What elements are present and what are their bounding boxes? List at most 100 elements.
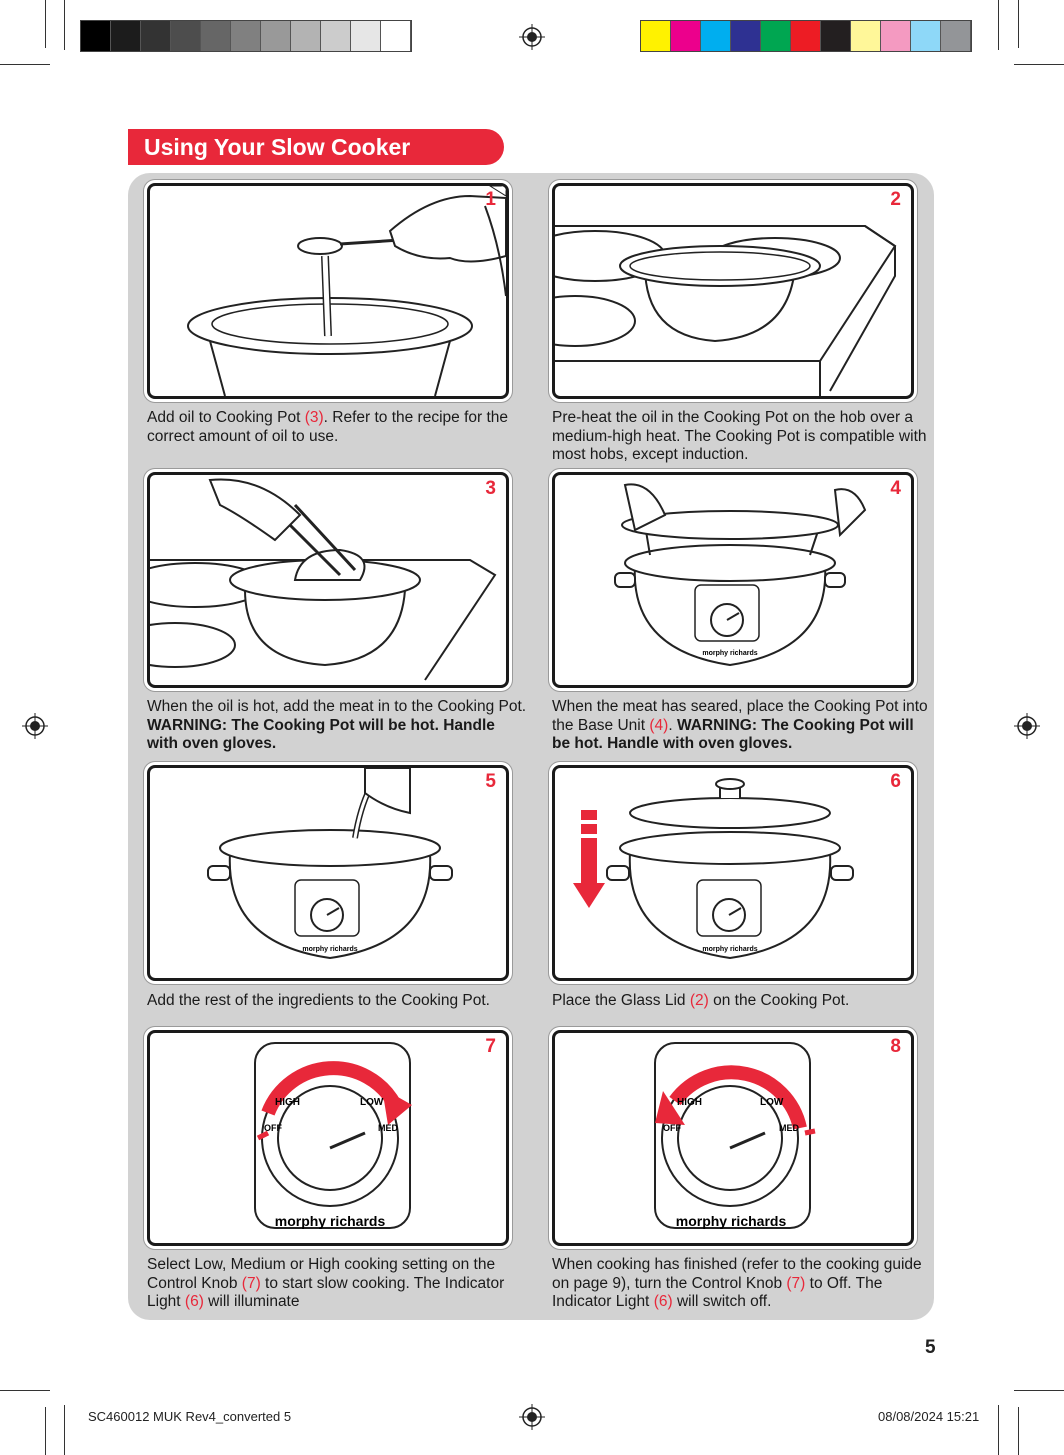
dial-label-low: LOW [360, 1097, 384, 1108]
step-7-caption: Select Low, Medium or High cooking setti… [147, 1256, 527, 1312]
part-reference: (7) [786, 1274, 806, 1292]
part-reference: (4) [649, 716, 669, 734]
step-5-illustration: morphy richards 5 [147, 765, 509, 981]
step-1-illustration: 1 [147, 183, 509, 399]
caption-text: When the meat has seared, place the Cook… [552, 698, 928, 734]
registration-mark-left-icon [22, 713, 48, 739]
dial-label-high: HIGH [275, 1097, 300, 1108]
step-3-caption: When the oil is hot, add the meat in to … [147, 698, 527, 754]
part-reference: (7) [241, 1274, 261, 1292]
step-1-caption: Add oil to Cooking Pot (3). Refer to the… [147, 409, 527, 446]
control-knob-clockwise-illustration: HIGH LOW OFF MED morphy richards [254, 1042, 412, 1229]
step-5-caption: Add the rest of the ingredients to the C… [147, 992, 527, 1011]
caption-text: . Refer to the recipe for the correct am… [147, 409, 509, 445]
step-6-caption: Place the Glass Lid (2) on the Cooking P… [552, 992, 932, 1011]
brand-logo: morphy richards [676, 1213, 787, 1229]
caption-text: to Off. The Indicator Light [552, 1274, 883, 1311]
step-number: 4 [890, 478, 901, 499]
step-number: 3 [485, 478, 496, 499]
section-title-banner: Using Your Slow Cooker [128, 129, 504, 165]
color-swatch [671, 21, 701, 51]
color-swatch [201, 21, 231, 51]
brand-logo: morphy richards [702, 946, 757, 953]
color-swatch [791, 21, 821, 51]
caption-text: Add the rest of the ingredients to the C… [147, 992, 490, 1009]
caption-text: Pre-heat the oil in the Cooking Pot on t… [552, 409, 927, 463]
add-ingredients-illustration: morphy richards [207, 768, 453, 960]
dial-label-off: OFF [264, 1123, 282, 1133]
footer-timestamp: 08/08/2024 15:21 [878, 1409, 980, 1424]
brand-logo: morphy richards [302, 946, 357, 953]
dial-label-med: MED [378, 1123, 399, 1133]
color-swatch [731, 21, 761, 51]
step-3-illustration: 3 [147, 472, 509, 688]
caption-text: on the Cooking Pot. [708, 992, 850, 1009]
caption-text: will switch off. [672, 1293, 772, 1310]
step-6-illustration: morphy richards 6 [552, 765, 914, 981]
caption-text: Select Low, Medium or High cooking setti… [147, 1256, 496, 1292]
color-swatch [351, 21, 381, 51]
registration-mark-right-icon [1014, 713, 1040, 739]
caption-text: to start slow cooking. The Indicator Lig… [147, 1274, 505, 1311]
dial-label-high: HIGH [677, 1097, 702, 1108]
pot-on-hob-illustration [555, 225, 897, 396]
caption-text: When cooking has finished (refer to the … [552, 1256, 922, 1292]
color-swatch [321, 21, 351, 51]
part-reference: (6) [653, 1293, 673, 1310]
color-swatch [231, 21, 261, 51]
step-7-illustration: HIGH LOW OFF MED morphy richards 7 [147, 1030, 509, 1246]
caption-text: . [668, 716, 677, 734]
color-swatch [641, 21, 671, 51]
color-swatch [701, 21, 731, 51]
page-number: 5 [925, 1337, 936, 1358]
pot-into-base-illustration: morphy richards [614, 483, 867, 667]
color-swatch [171, 21, 201, 51]
color-swatch [761, 21, 791, 51]
caption-text: will illuminate [203, 1293, 300, 1310]
step-number: 2 [890, 189, 901, 210]
warning-text: WARNING: The Cooking Pot will be hot. Ha… [552, 716, 914, 753]
brand-logo: morphy richards [702, 650, 757, 657]
color-swatch [941, 21, 971, 51]
part-reference: (2) [689, 992, 709, 1009]
step-8-caption: When cooking has finished (refer to the … [552, 1256, 932, 1312]
brand-logo: morphy richards [275, 1213, 386, 1229]
part-reference: (6) [184, 1293, 204, 1310]
step-2-caption: Pre-heat the oil in the Cooking Pot on t… [552, 409, 932, 465]
dial-label-low: LOW [760, 1097, 784, 1108]
step-4-illustration: morphy richards 4 [552, 472, 914, 688]
caption-text: Add oil to Cooking Pot [147, 409, 305, 426]
step-8-illustration: HIGH LOW OFF MED morphy richards 8 [552, 1030, 914, 1246]
color-swatch [851, 21, 881, 51]
color-swatch [111, 21, 141, 51]
step-number: 7 [485, 1036, 496, 1057]
registration-mark-bottom-icon [519, 1404, 545, 1430]
step-number: 8 [890, 1036, 901, 1057]
dial-label-off: OFF [663, 1123, 681, 1133]
step-2-illustration: 2 [552, 183, 914, 399]
color-swatch [381, 21, 411, 51]
place-lid-illustration: morphy richards [573, 778, 854, 960]
warning-text: WARNING: The Cooking Pot will be hot. Ha… [147, 716, 495, 753]
color-swatch [291, 21, 321, 51]
color-swatch [821, 21, 851, 51]
control-knob-off-illustration: HIGH LOW OFF MED morphy richards [654, 1042, 816, 1229]
color-swatch [881, 21, 911, 51]
section-title: Using Your Slow Cooker [144, 134, 411, 160]
dial-label-med: MED [779, 1123, 800, 1133]
process-color-bar [640, 20, 972, 52]
caption-text: When the oil is hot, add the meat in to … [147, 698, 527, 715]
oil-spoon-pot-illustration [187, 186, 506, 396]
part-reference: (3) [304, 409, 324, 426]
step-number: 1 [485, 189, 496, 210]
meat-tongs-pot-illustration [150, 478, 497, 681]
footer-file-info: SC460012 MUK Rev4_converted 5 [88, 1409, 292, 1424]
color-swatch [141, 21, 171, 51]
color-swatch [911, 21, 941, 51]
step-number: 6 [890, 771, 901, 792]
grayscale-color-bar [80, 20, 412, 52]
color-swatch [261, 21, 291, 51]
caption-text: Place the Glass Lid [552, 992, 690, 1009]
step-number: 5 [485, 771, 496, 792]
color-swatch [81, 21, 111, 51]
